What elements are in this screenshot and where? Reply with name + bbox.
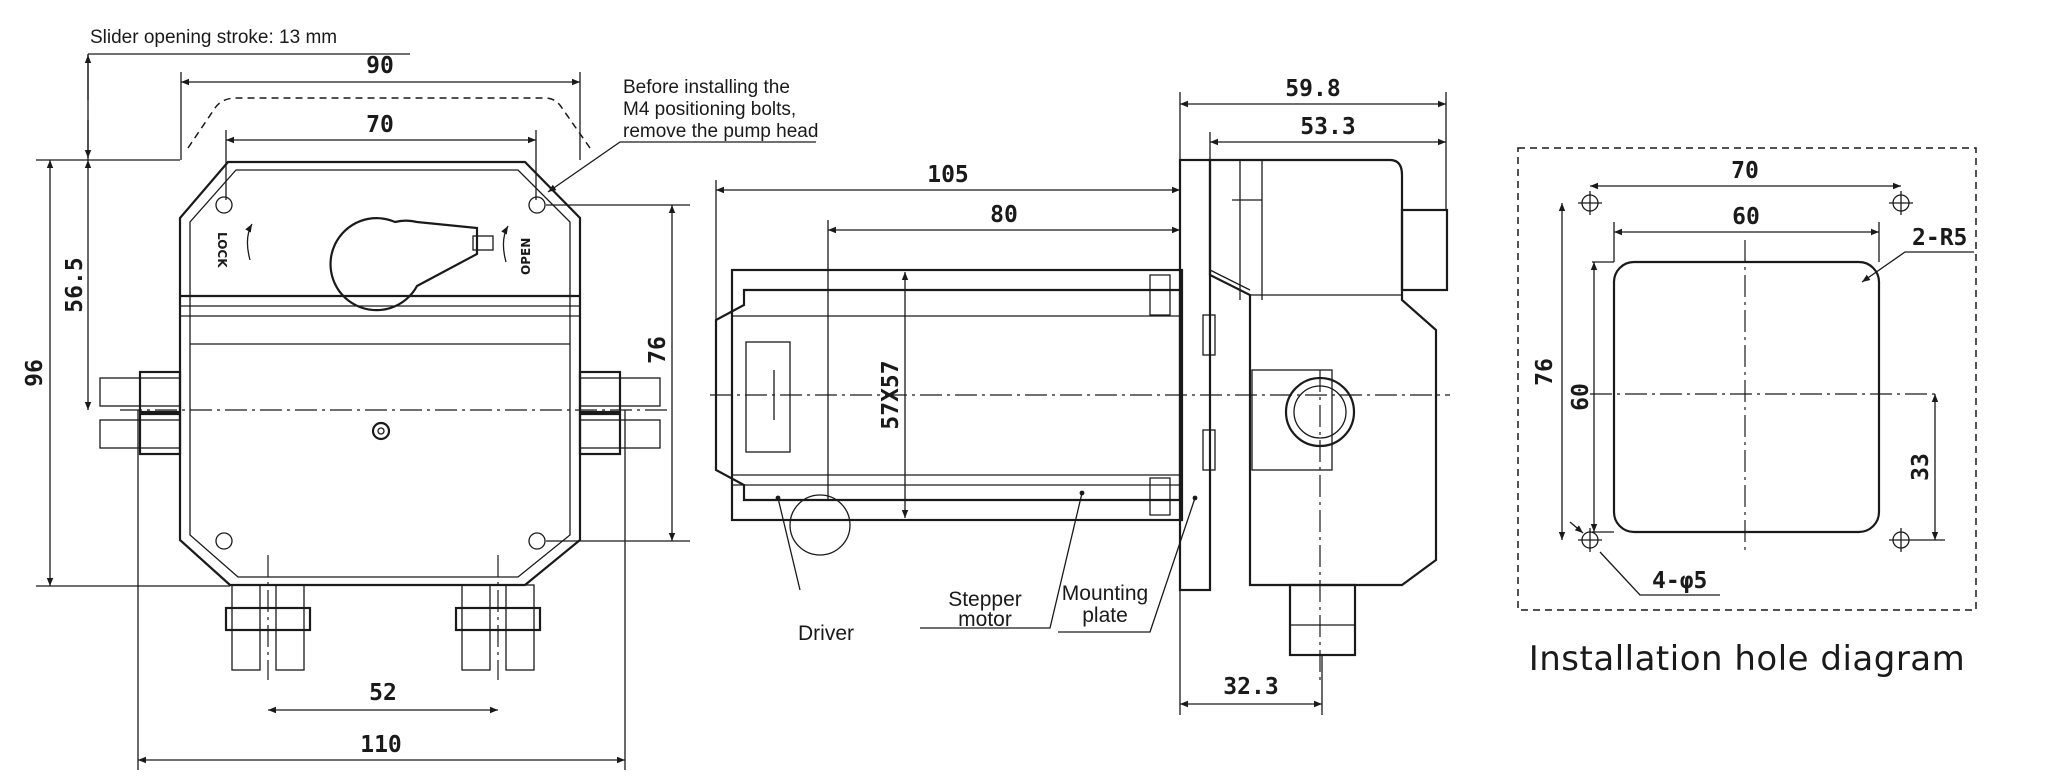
dim-70-install: 70 xyxy=(1731,158,1759,184)
install-caption: Installation hole diagram xyxy=(1529,639,1966,679)
pump-body-outline xyxy=(178,160,582,587)
right-tube-fittings xyxy=(578,370,661,456)
bolt-note-line3: remove the pump head xyxy=(623,121,818,142)
dim-52: 52 xyxy=(369,680,397,706)
dim-76-install: 76 xyxy=(1532,358,1558,386)
pump-head xyxy=(1208,158,1438,587)
mounting-label-line2: plate xyxy=(1082,604,1128,627)
lock-label: LOCK xyxy=(215,232,229,268)
bolt-note-line2: M4 positioning bolts, xyxy=(623,99,796,120)
front-bolt-holes xyxy=(215,196,546,550)
dim-80: 80 xyxy=(990,202,1018,228)
installation-view: 70 60 2-R5 76 60 33 4-φ5 Installation ho… xyxy=(1517,147,1977,679)
mounting-plate xyxy=(1178,158,1212,592)
dim-32-3: 32.3 xyxy=(1223,674,1278,700)
dim-2-r5: 2-R5 xyxy=(1912,225,1967,251)
bolt-note-line1: Before installing the xyxy=(623,77,790,98)
slider-open-outline xyxy=(187,97,591,149)
left-tube-fittings xyxy=(99,370,182,456)
dim-56-5: 56.5 xyxy=(62,257,88,312)
dim-53-3: 53.3 xyxy=(1300,114,1355,140)
stepper-label-line2: motor xyxy=(958,608,1012,631)
lock-knob xyxy=(329,217,479,312)
driver-label: Driver xyxy=(798,622,854,645)
dim-76-front: 76 xyxy=(645,336,671,364)
dim-110: 110 xyxy=(360,732,402,758)
dim-33: 33 xyxy=(1908,453,1934,481)
slider-stroke-text: Slider opening stroke: 13 mm xyxy=(90,27,337,48)
bolt-note: Before installing the M4 positioning bol… xyxy=(547,77,818,193)
dim-60-h: 60 xyxy=(1732,204,1760,230)
bottom-tube-fittings xyxy=(224,584,542,671)
dim-59-8: 59.8 xyxy=(1285,76,1340,102)
stepper-label-line1: Stepper xyxy=(948,588,1022,611)
cutout-square xyxy=(1612,260,1881,534)
slider-stroke-note: Slider opening stroke: 13 mm xyxy=(84,27,410,160)
dim-4-phi5: 4-φ5 xyxy=(1652,568,1707,594)
dim-57x57: 57X57 xyxy=(878,360,904,429)
install-holes xyxy=(1578,191,1913,552)
dim-70-front: 70 xyxy=(366,112,394,138)
front-view: LOCK OPEN xyxy=(22,53,690,770)
side-view: 105 80 59.8 53.3 57X57 32.3 Driver Stepp… xyxy=(710,76,1450,715)
open-label: OPEN xyxy=(519,238,533,275)
dim-60-v: 60 xyxy=(1568,383,1594,411)
dim-90: 90 xyxy=(366,53,394,79)
mounting-label-line1: Mounting xyxy=(1062,582,1148,605)
install-outline xyxy=(1517,147,1977,611)
dim-105: 105 xyxy=(927,162,969,188)
dim-96: 96 xyxy=(22,359,48,387)
